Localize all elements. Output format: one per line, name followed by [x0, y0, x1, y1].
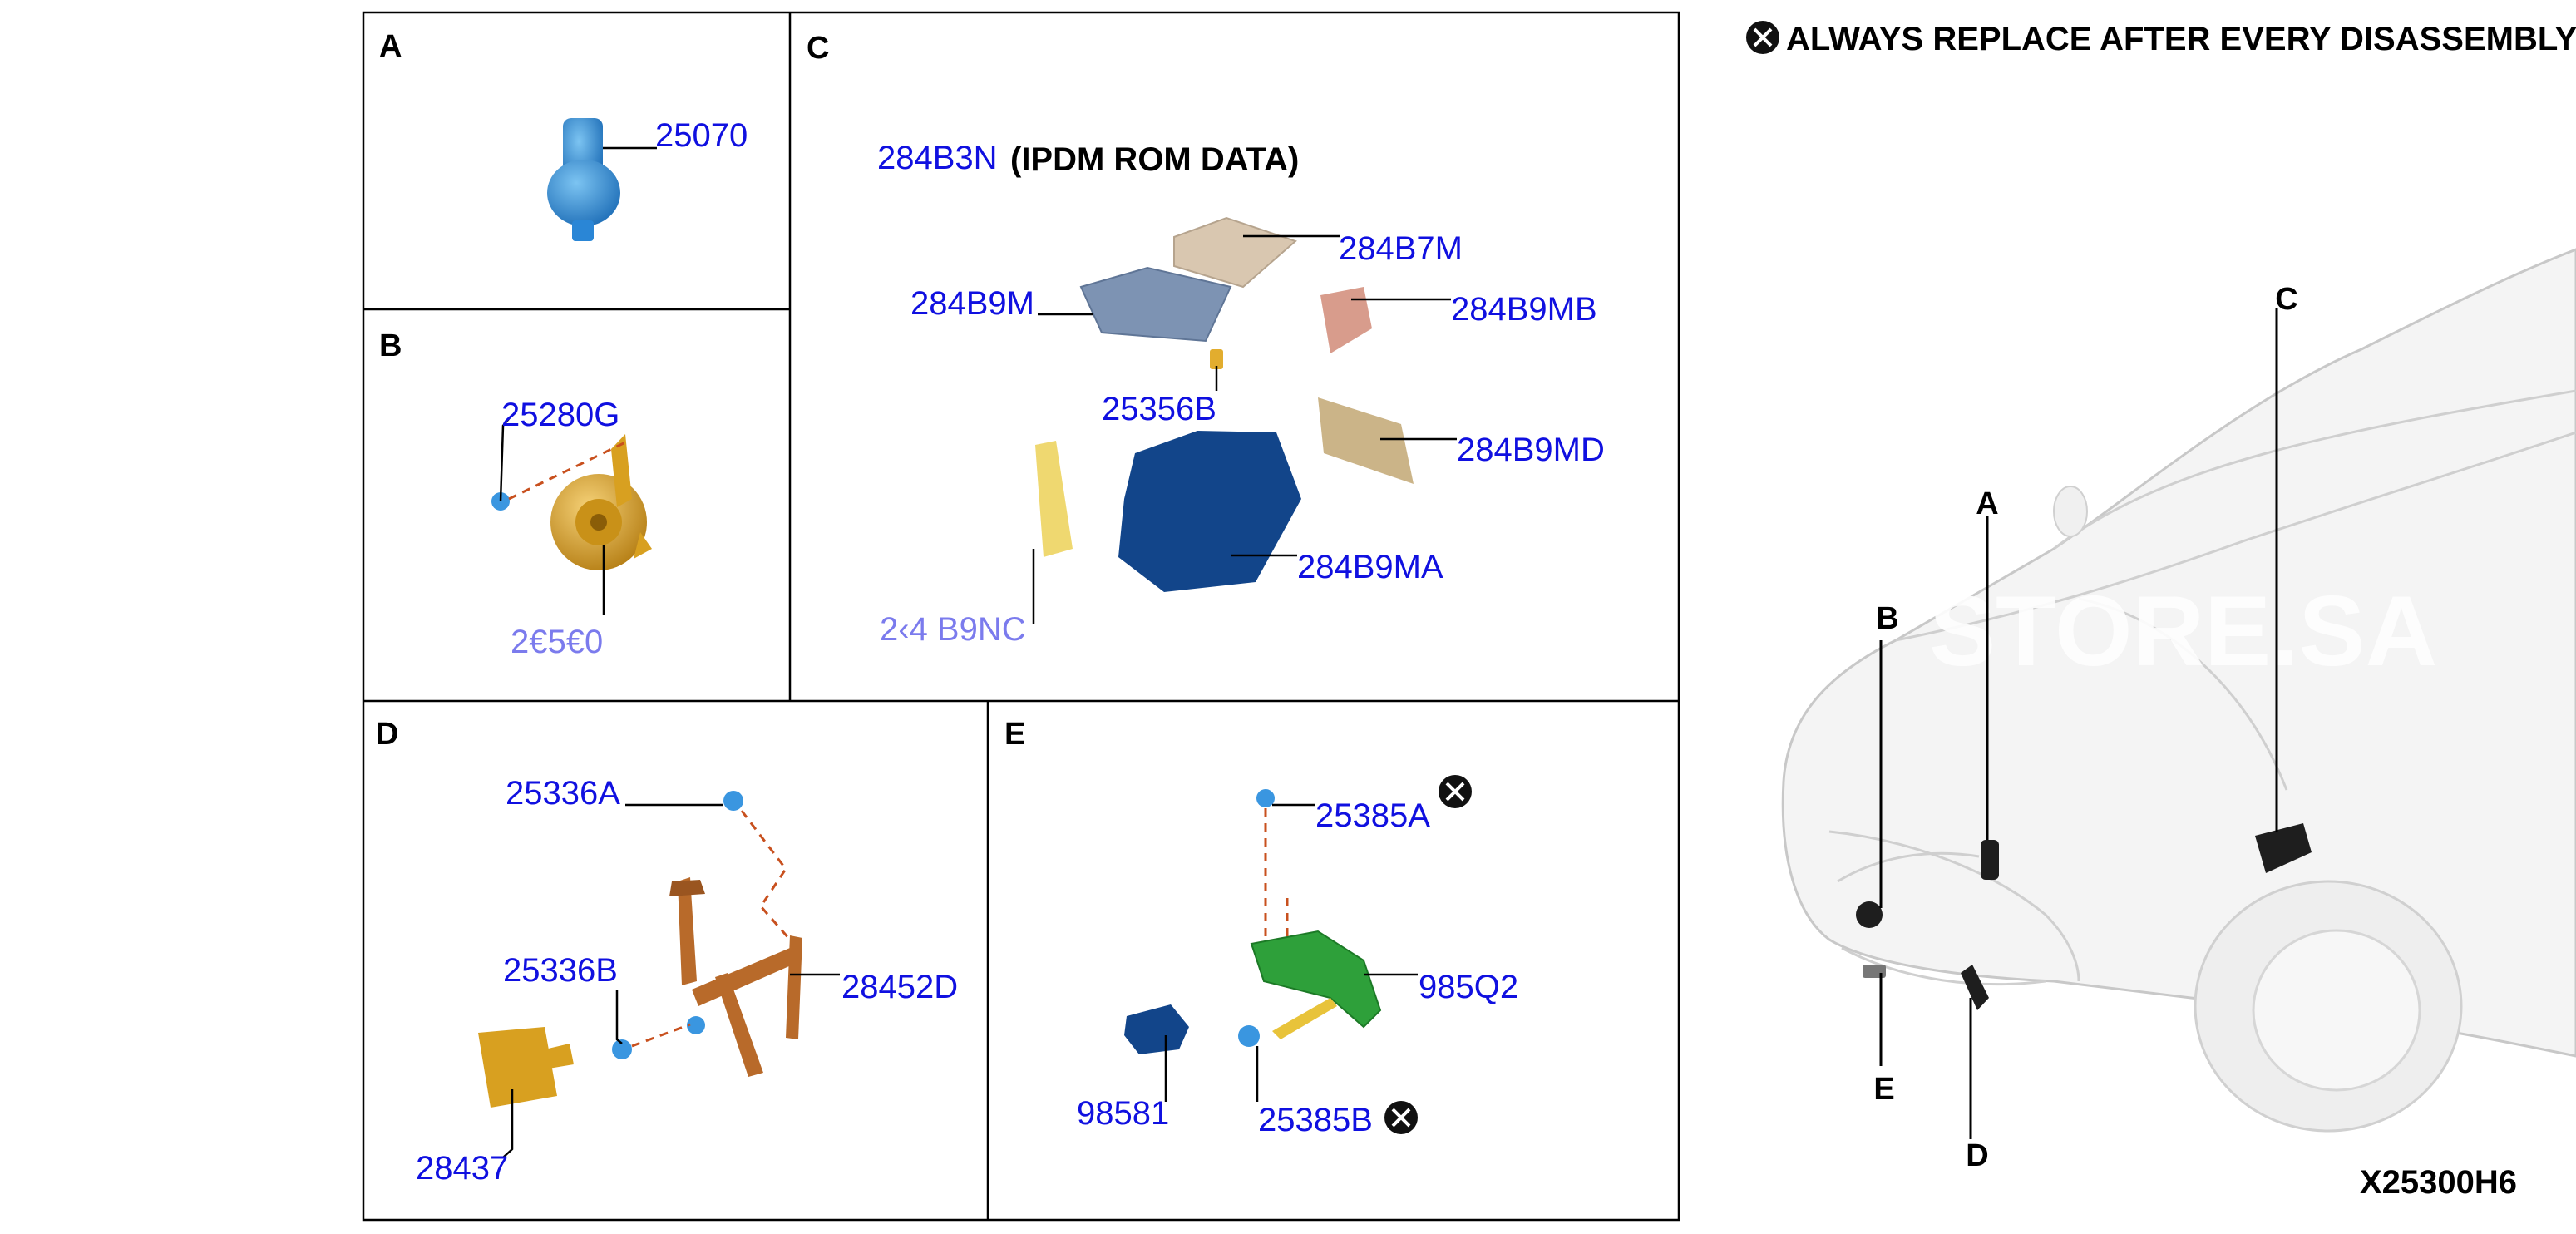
part-number-284b9mb[interactable]: 284B9MB — [1451, 291, 1597, 328]
car-callout-c: C — [2275, 282, 2297, 317]
section-e: E 25385A 985Q2 98581 25385B — [1004, 717, 1518, 1138]
section-e-label: E — [1004, 717, 1025, 752]
car-callout-d: D — [1966, 1138, 1988, 1173]
bolt-icon — [1256, 789, 1275, 807]
part-number-25385a[interactable]: 25385A — [1315, 797, 1430, 834]
horn-drawing — [550, 434, 652, 570]
bolt-icon — [612, 1039, 632, 1059]
part-number-28452d[interactable]: 28452D — [841, 969, 958, 1005]
part-number-25356b[interactable]: 25356B — [1102, 391, 1216, 427]
car-illustration — [1781, 248, 2576, 1133]
car-callout-e: E — [1873, 1072, 1894, 1107]
part-number-25280g[interactable]: 25280G — [501, 397, 619, 433]
knock-sensor-drawing — [547, 118, 620, 241]
section-a-label: A — [379, 29, 402, 64]
x-circle-icon — [1746, 21, 1779, 54]
section-c-label: C — [807, 31, 829, 66]
bolt-icon — [723, 791, 743, 811]
bracket-e-drawing — [1124, 930, 1382, 1054]
section-a: A 25070 — [379, 29, 748, 241]
part-number-25070[interactable]: 25070 — [655, 117, 748, 154]
part-number-284b3n[interactable]: 284B3N — [877, 140, 998, 176]
part-number-284b7m[interactable]: 284B7M — [1339, 230, 1463, 267]
x-circle-icon — [1384, 1101, 1418, 1134]
part-number-985q2[interactable]: 985Q2 — [1419, 969, 1518, 1005]
replace-note-text: ALWAYS REPLACE AFTER EVERY DISASSEMBLY — [1786, 21, 2576, 57]
ipdm-drawings — [1035, 216, 1414, 592]
x-circle-icon — [1439, 775, 1472, 808]
car-callout-b: B — [1876, 601, 1898, 636]
part-number-25336b[interactable]: 25336B — [503, 952, 618, 989]
section-b: B 25280G 2€5€0 — [379, 328, 652, 660]
part-number-284b9md[interactable]: 284B9MD — [1457, 432, 1605, 468]
part-number-25385b[interactable]: 25385B — [1258, 1102, 1373, 1138]
part-number-284b9ma[interactable]: 284B9MA — [1297, 549, 1443, 585]
part-number-98581[interactable]: 98581 — [1077, 1095, 1169, 1132]
frame-grid — [362, 11, 1680, 1222]
ipdm-rom-data-label: (IPDM ROM DATA) — [1010, 141, 1299, 178]
bolt-icon — [687, 1016, 705, 1034]
bracket-d-drawing — [478, 877, 802, 1108]
car-callouts: A B C D E — [1873, 282, 2297, 1173]
replace-note: ALWAYS REPLACE AFTER EVERY DISASSEMBLY — [1746, 21, 2576, 57]
part-number-28437[interactable]: 28437 — [416, 1150, 508, 1187]
section-b-label: B — [379, 328, 402, 363]
section-c: C 284B3N (IPDM ROM DATA) 284B7M 284B9M 2… — [807, 31, 1605, 648]
section-d-label: D — [376, 717, 398, 752]
car-components — [1856, 823, 2312, 1010]
diagram-code: X25300H6 — [2360, 1164, 2517, 1201]
section-d: D 25336A 25336B 28452D 28437 — [376, 717, 958, 1187]
car-callout-a: A — [1976, 486, 1998, 521]
part-number-b-obscured[interactable]: 2€5€0 — [511, 624, 603, 660]
part-number-284b9m[interactable]: 284B9M — [910, 285, 1034, 322]
bolt-icon — [1238, 1025, 1260, 1047]
watermark: STORE.SA — [1929, 575, 2437, 687]
part-number-c-obscured[interactable]: 2‹4 B9NC — [880, 611, 1026, 648]
part-number-25336a[interactable]: 25336A — [506, 775, 620, 812]
